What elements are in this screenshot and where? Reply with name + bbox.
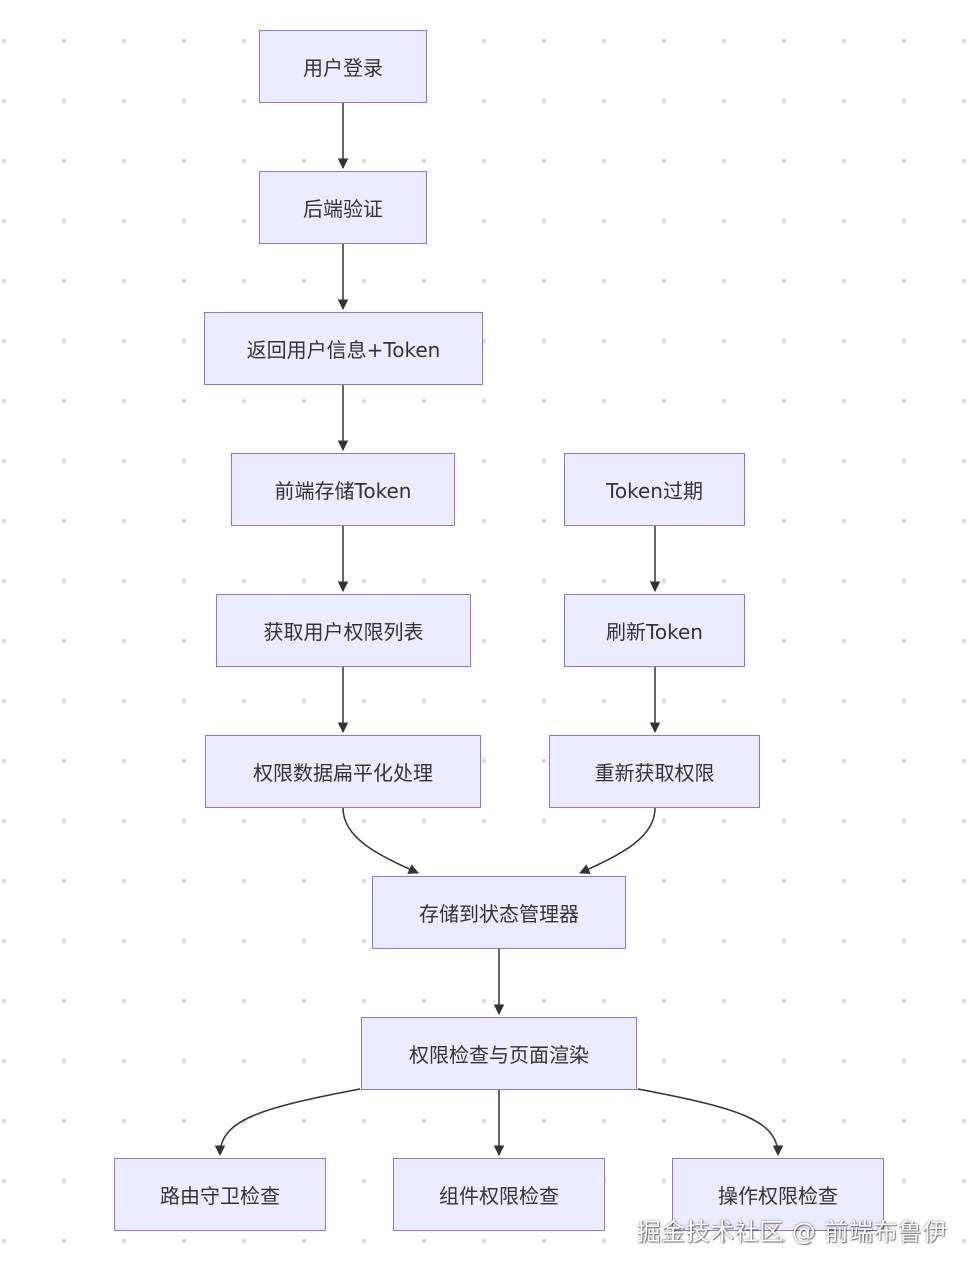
node-component-check: 组件权限检查 <box>393 1158 605 1231</box>
node-return-user-info-label: 返回用户信息+Token <box>246 338 441 362</box>
edge-flatten-to-state <box>342 807 419 874</box>
node-route-guard-check: 路由守卫检查 <box>114 1158 326 1231</box>
watermark: 掘金技术社区 @ 前端布鲁伊 <box>636 1218 947 1246</box>
node-frontend-store-token: 前端存储Token <box>231 453 455 526</box>
node-frontend-store-token-label: 前端存储Token <box>274 479 412 503</box>
node-get-permission-list-label: 获取用户权限列表 <box>263 620 424 644</box>
node-get-permission-list: 获取用户权限列表 <box>216 594 471 667</box>
node-operation-check: 操作权限检查 <box>672 1158 884 1231</box>
node-component-check-label: 组件权限检查 <box>439 1184 559 1208</box>
node-check-and-render-label: 权限检查与页面渲染 <box>409 1043 589 1067</box>
node-check-and-render: 权限检查与页面渲染 <box>361 1017 637 1090</box>
node-token-expired-label: Token过期 <box>606 479 703 503</box>
node-token-expired: Token过期 <box>564 453 745 526</box>
node-flatten-permissions: 权限数据扁平化处理 <box>205 735 481 808</box>
node-user-login: 用户登录 <box>259 30 427 103</box>
edge-check-to-route <box>214 1088 361 1157</box>
node-backend-verify: 后端验证 <box>259 171 427 244</box>
node-refresh-token: 刷新Token <box>564 594 745 667</box>
node-user-login-label: 用户登录 <box>303 56 383 80</box>
node-backend-verify-label: 后端验证 <box>303 197 383 221</box>
node-refresh-token-label: 刷新Token <box>606 620 703 644</box>
node-refetch-permissions: 重新获取权限 <box>549 735 760 808</box>
node-operation-check-label: 操作权限检查 <box>718 1184 838 1208</box>
node-route-guard-check-label: 路由守卫检查 <box>160 1184 280 1208</box>
node-return-user-info: 返回用户信息+Token <box>204 312 483 385</box>
node-store-state-manager: 存储到状态管理器 <box>372 876 626 949</box>
edge-check-to-operation <box>637 1088 784 1157</box>
node-refetch-permissions-label: 重新获取权限 <box>594 761 715 785</box>
edge-refetch-to-state <box>579 807 656 874</box>
node-store-state-manager-label: 存储到状态管理器 <box>419 902 579 926</box>
node-flatten-permissions-label: 权限数据扁平化处理 <box>253 761 433 785</box>
